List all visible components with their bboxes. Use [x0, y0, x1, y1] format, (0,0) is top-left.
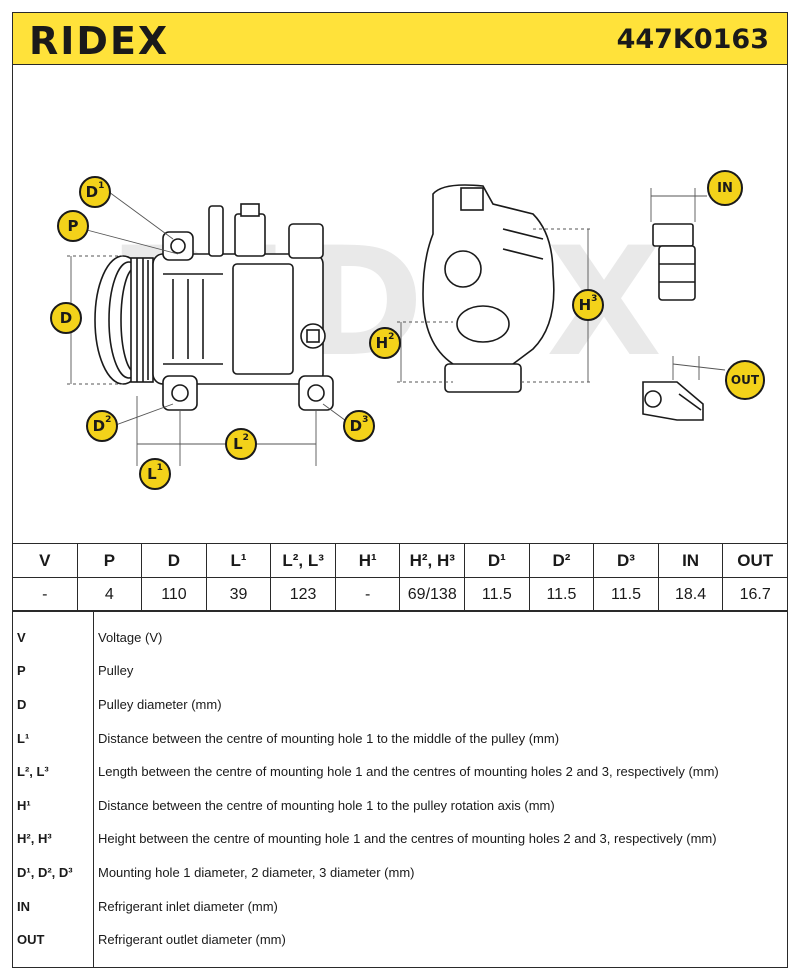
legend-description: Voltage (V) — [98, 629, 163, 645]
legend-key: IN — [17, 898, 30, 914]
legend-key: D — [17, 696, 27, 712]
legend-key: OUT — [17, 932, 45, 948]
legend-key: L¹ — [17, 730, 30, 746]
legend-description: Pulley — [98, 663, 134, 679]
spec-header-cell: D³ — [593, 543, 659, 578]
spec-table: V P D L¹ L², L³ H¹ H², H³ D¹ D² D³ IN OU… — [12, 543, 788, 612]
spec-header-cell: D — [141, 543, 207, 578]
spec-header-cell: H², H³ — [399, 543, 466, 578]
spec-header-cell: H¹ — [334, 543, 401, 578]
spec-value-cell: 123 — [270, 577, 336, 612]
legend-row: V P D L¹ L², L³ H¹ H², H³ D¹, D², D³ IN … — [12, 610, 788, 968]
legend-key: H¹ — [17, 797, 31, 813]
front-view-compressor — [94, 203, 334, 411]
spec-header-cell: L², L³ — [270, 543, 336, 578]
spec-header-cell: OUT — [722, 543, 788, 578]
legend-key: L², L³ — [17, 764, 49, 780]
spec-header-cell: D² — [528, 543, 595, 578]
technical-drawing: RIDEX — [12, 64, 788, 544]
compressor-drawing-svg: RIDEX — [67, 184, 726, 466]
spec-value-cell: 69/138 — [399, 577, 466, 612]
legend-description: Distance between the centre of mounting … — [98, 797, 555, 813]
legend-description: Height between the centre of mounting ho… — [98, 831, 717, 847]
legend-key: V — [17, 629, 26, 645]
legend-description: Refrigerant outlet diameter (mm) — [98, 932, 286, 948]
spec-value-cell: 4 — [76, 577, 143, 612]
fittings-drawing — [642, 223, 704, 421]
legend-key: P — [17, 663, 26, 679]
spec-table-header-row: V P D L¹ L², L³ H¹ H², H³ D¹ D² D³ IN OU… — [12, 543, 788, 578]
legend-table: V P D L¹ L², L³ H¹ H², H³ D¹, D², D³ IN … — [12, 610, 788, 968]
legend-keys-cell: V P D L¹ L², L³ H¹ H², H³ D¹, D², D³ IN … — [12, 610, 94, 968]
legend-description: Distance between the centre of mounting … — [98, 730, 560, 746]
spec-value-cell: 11.5 — [593, 577, 659, 612]
header-bar: RIDEX 447K0163 — [12, 12, 788, 65]
callout-in: IN — [707, 170, 743, 206]
legend-description: Pulley diameter (mm) — [98, 696, 222, 712]
spec-value-cell: 18.4 — [657, 577, 724, 612]
legend-key: D¹, D², D³ — [17, 864, 73, 880]
spec-value-cell: 110 — [141, 577, 207, 612]
spec-table-value-row: - 4 110 39 123 - 69/138 11.5 11.5 11.5 1… — [12, 577, 788, 612]
part-number: 447K0163 — [616, 24, 769, 55]
legend-descriptions-list: Voltage (V) Pulley Pulley diameter (mm) … — [98, 613, 783, 966]
spec-value-cell: 11.5 — [528, 577, 595, 612]
spec-value-cell: - — [334, 577, 401, 612]
callout-d: D — [50, 302, 82, 334]
brand-logo: RIDEX — [29, 19, 170, 63]
spec-header-cell: V — [12, 543, 78, 578]
spec-header-cell: D¹ — [464, 543, 530, 578]
spec-value-cell: 16.7 — [722, 577, 788, 612]
legend-description: Mounting hole 1 diameter, 2 diameter, 3 … — [98, 864, 415, 880]
legend-descriptions-cell: Voltage (V) Pulley Pulley diameter (mm) … — [93, 610, 788, 968]
spec-header-cell: IN — [657, 543, 724, 578]
legend-keys-list: V P D L¹ L², L³ H¹ H², H³ D¹, D², D³ IN … — [17, 613, 89, 966]
fittings-dimensions — [650, 188, 726, 380]
callout-out: OUT — [725, 360, 765, 400]
spec-header-cell: P — [76, 543, 143, 578]
side-view-compressor — [422, 184, 555, 393]
legend-key: H², H³ — [17, 831, 52, 847]
legend-description: Refrigerant inlet diameter (mm) — [98, 898, 278, 914]
spec-value-cell: 11.5 — [464, 577, 530, 612]
callout-p: P — [57, 210, 89, 242]
spec-value-cell: - — [12, 577, 78, 612]
spec-value-cell: 39 — [205, 577, 272, 612]
legend-description: Length between the centre of mounting ho… — [98, 764, 719, 780]
spec-header-cell: L¹ — [205, 543, 272, 578]
